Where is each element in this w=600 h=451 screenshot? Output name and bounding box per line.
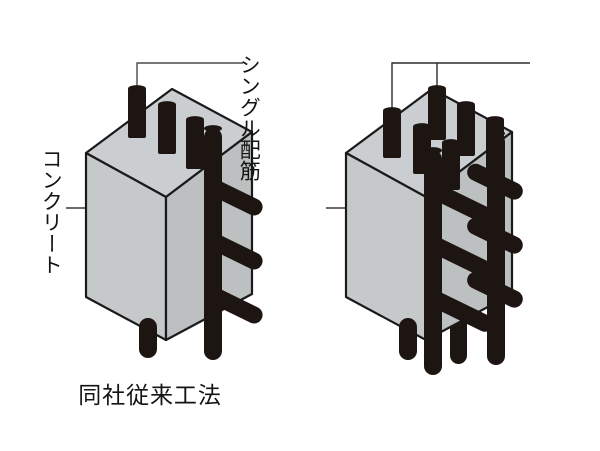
top-rebar (158, 101, 176, 154)
diagram-single-reinforcement (66, 62, 263, 360)
vertical-rebar (424, 147, 442, 375)
rebar-cage-single (204, 125, 263, 360)
caption-conventional-method: 同社従来工法 (78, 383, 222, 408)
panel-single-reinforcement: コンクリート シングル配筋 同社従来工法 (39, 54, 263, 408)
bottom-rebar-stubs-right (399, 318, 467, 364)
top-rebar (428, 85, 446, 140)
rebar-cage-front (424, 147, 494, 375)
top-rebar (457, 101, 475, 156)
top-rebar (186, 116, 204, 169)
panel-double-reinforcement: コンクリート ダブル配筋 同物件採用工法 (300, 0, 600, 451)
rebar-cage-back (467, 130, 523, 365)
leader-line-double (391, 62, 530, 110)
cross-bar (425, 181, 494, 224)
cross-bar (425, 289, 494, 332)
vertical-rebar (204, 125, 222, 360)
top-rebar (383, 107, 401, 158)
top-rebar (442, 139, 460, 190)
cross-bar (425, 235, 494, 278)
label-single-reinforcement: シングル配筋 (237, 54, 262, 182)
leader-line-single (136, 62, 243, 88)
bottom-rebar-stub-left (139, 318, 157, 358)
diagram-double-reinforcement (326, 62, 530, 375)
top-rebar (128, 85, 146, 138)
vertical-rebar (487, 130, 505, 365)
label-concrete-left: コンクリート (39, 148, 64, 276)
top-rebar-group-left (128, 85, 204, 169)
